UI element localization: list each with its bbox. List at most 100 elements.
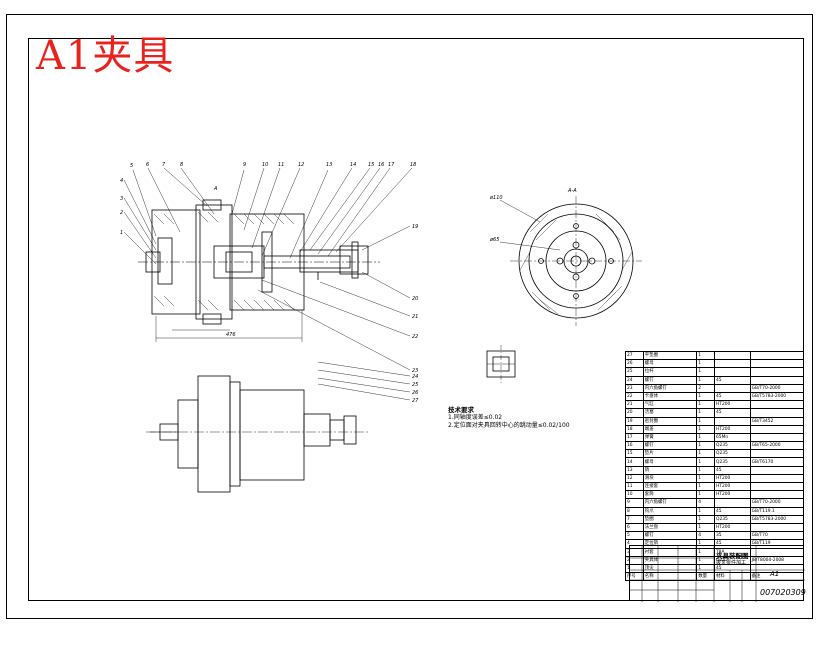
callout-9: 9 [243, 162, 246, 168]
bom-cell: 1 [696, 490, 715, 500]
bom-cell: GB/T5783-2000 [749, 391, 805, 402]
bom-cell: 1 [696, 424, 715, 434]
bom-cell: 1 [696, 449, 715, 459]
bom-cell: 21 [625, 400, 644, 410]
detail-view [486, 345, 516, 385]
bom-cell: 1 [696, 350, 715, 361]
bom-cell: 1 [696, 514, 715, 524]
bom-cell: 45 [713, 408, 751, 418]
section-label-aa: A-A [567, 188, 577, 194]
callout-10: 10 [262, 162, 268, 168]
tech-req-item-1: 1.同轴度误差≤0.02 [448, 414, 503, 421]
bom-cell: 1 [696, 367, 715, 377]
bom-cell [713, 367, 751, 377]
callout-11: 11 [278, 162, 284, 168]
bom-cell: 12 [625, 473, 644, 484]
bom-cell: 螺钉 [642, 441, 698, 451]
bom-cell [713, 359, 751, 369]
bom-cell: 19 [625, 416, 644, 426]
callout-24: 24 [412, 374, 418, 380]
bom-cell [749, 350, 805, 361]
callout-5: 5 [130, 163, 133, 169]
phi-label-110: ø110 [489, 195, 503, 201]
bom-cell: 2 [696, 383, 715, 393]
bom-cell [749, 367, 805, 377]
bom-cell: 16 [625, 441, 644, 451]
callout-6: 6 [146, 162, 149, 168]
callout-17: 17 [388, 162, 395, 168]
bom-cell [749, 424, 805, 434]
callout-23: 23 [412, 368, 418, 374]
bom-cell: 1 [696, 506, 715, 516]
bom-cell: HT200 [713, 473, 751, 484]
bom-cell: Q235 [713, 449, 751, 459]
section-aa-view [499, 196, 642, 326]
view-label-a: A [213, 186, 218, 192]
bom-cell: 滑块 [642, 473, 698, 484]
bom-cell: GB/T6170 [749, 457, 805, 467]
bom-cell [749, 522, 805, 533]
bom-cell: HT200 [713, 490, 751, 500]
bom-cell: 销 [642, 465, 698, 475]
technical-requirements: 技术要求 1.同轴度误差≤0.02 2.定位面对夹具回转中心的跳动量≤0.02/… [448, 406, 570, 430]
callout-2: 2 [120, 210, 123, 216]
bom-cell: GB/T5783-2000 [749, 514, 805, 524]
main-section-view [138, 199, 380, 342]
bom-cell: 1 [696, 465, 715, 475]
bom-cell: 1 [696, 391, 715, 402]
drawing-size: A1 [770, 570, 780, 578]
bom-cell: 24 [625, 375, 644, 385]
bom-cell: HT200 [713, 522, 751, 533]
bom-cell: GB/T3452 [749, 416, 805, 426]
bom-cell [749, 432, 805, 443]
bom-cell: 6 [625, 522, 644, 533]
bom-cell: 弹簧 [642, 432, 698, 443]
callout-7: 7 [162, 162, 166, 168]
bom-cell: 9 [625, 498, 644, 508]
bom-cell [749, 465, 805, 475]
callout-13: 13 [326, 162, 332, 168]
bom-cell: HT200 [713, 481, 751, 492]
bom-cell: 1 [696, 359, 715, 369]
callout-20: 20 [412, 296, 418, 302]
bom-cell: 27 [625, 350, 644, 361]
bom-cell: HT200 [713, 400, 751, 410]
bom-cell: 4 [696, 531, 715, 541]
callout-26: 26 [412, 390, 418, 396]
bom-cell: 1 [696, 481, 715, 492]
bom-cell: 密封圈 [642, 416, 698, 426]
tech-req-item-2: 2.定位面对夹具回转中心的跳动量≤0.02/100 [448, 422, 570, 429]
bom-cell: 1 [696, 408, 715, 418]
bom-cell [749, 473, 805, 484]
bom-cell: 气缸 [642, 400, 698, 410]
bom-cell: 垫片 [642, 449, 698, 459]
dimension-476: 476 [226, 332, 236, 338]
bom-cell: 1 [696, 375, 715, 385]
bom-cell: 22 [625, 391, 644, 402]
callout-22: 22 [412, 334, 418, 340]
bom-cell: 18 [625, 424, 644, 434]
bom-cell: 连接套 [642, 481, 698, 492]
bom-cell: 23 [625, 383, 644, 393]
bom-cell: 35 [713, 531, 751, 541]
bom-cell: 拉杆 [642, 367, 698, 377]
bom-cell: GB/T70 [749, 531, 805, 541]
callout-numbers: 5 6 7 8 9 10 11 12 13 14 15 16 17 18 4 3… [120, 162, 577, 404]
callout-15: 15 [368, 162, 374, 168]
title-block-grid [630, 546, 805, 602]
bom-cell: 13 [625, 465, 644, 475]
bom-cell: 45 [713, 391, 751, 402]
bom-cell: 1 [696, 473, 715, 484]
bom-cell: 1 [696, 432, 715, 443]
